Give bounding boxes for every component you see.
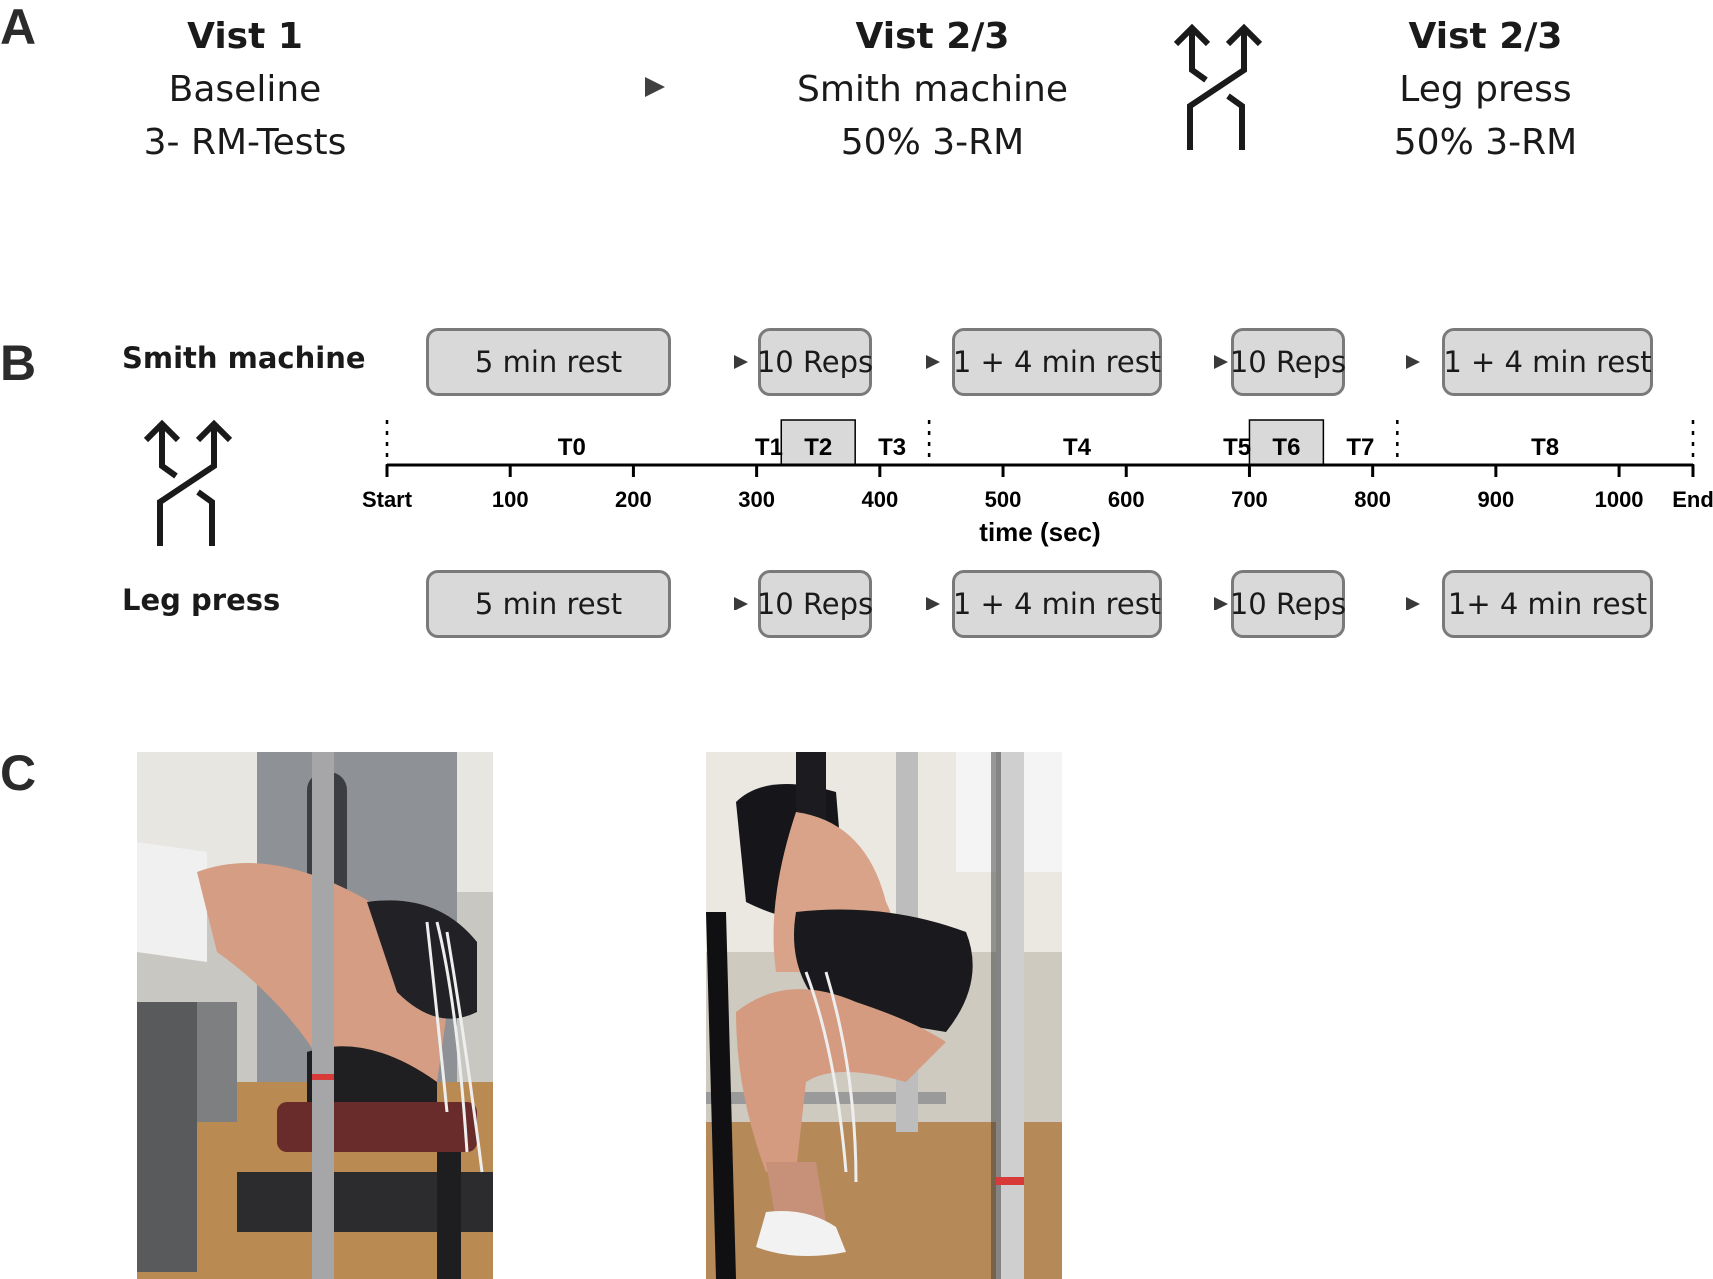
- visit-1-line1: Baseline: [168, 69, 322, 110]
- photo-smith-machine-squat: [706, 752, 1062, 1279]
- visit-2-block: Vist 2/3 Smith machine 50% 3-RM: [775, 10, 1090, 169]
- timeline-tick-label: End: [1672, 487, 1713, 512]
- visit-2-line1: Smith machine: [796, 69, 1068, 110]
- timeline-phase-label-t6: T6: [1272, 434, 1300, 461]
- smith-rest-box-2: 1 + 4 min rest: [952, 328, 1162, 396]
- timeline-tick-label: 700: [1231, 487, 1268, 512]
- visit-3-line1: Leg press: [1399, 69, 1572, 110]
- timeline-tick-label: 100: [492, 487, 529, 512]
- protocol-arrows: [690, 355, 1420, 610]
- visit-2-title: Vist 2/3: [855, 16, 1010, 57]
- leg-reps-box-2: 10 Reps: [1230, 570, 1346, 638]
- panel-label-a: A: [0, 0, 37, 55]
- panel-label-b: B: [0, 335, 37, 391]
- arrow-right-icon: [1365, 355, 1420, 369]
- timeline-tick-label: 300: [738, 487, 775, 512]
- arrow-right-icon: [1365, 597, 1420, 610]
- timeline-tick-label: 800: [1354, 487, 1391, 512]
- visit-2-line2: 50% 3-RM: [840, 122, 1025, 163]
- timeline-tick-label: 500: [985, 487, 1022, 512]
- photo-leg-press-exercise: [137, 752, 493, 1279]
- visit-1-block: Vist 1 Baseline 3- RM-Tests: [115, 10, 375, 169]
- smith-rest-box-3: 1 + 4 min rest: [1442, 328, 1653, 396]
- leg-reps-box-1: 10 Reps: [757, 570, 873, 638]
- timeline-phase-label-t2: T2: [804, 434, 832, 461]
- timeline-tick-label: Start: [362, 487, 413, 512]
- timeline-xlabel: time (sec): [979, 517, 1100, 547]
- timeline-phase-label-t0: T0: [558, 434, 586, 461]
- timeline-phase-label-t5: T5: [1223, 434, 1251, 461]
- leg-rest-box-1: 5 min rest: [426, 570, 671, 638]
- leg-rest-box-3: 1+ 4 min rest: [1442, 570, 1653, 638]
- timeline-phase-label-t1: T1: [755, 434, 783, 461]
- smith-rest-box-1: 5 min rest: [426, 328, 671, 396]
- leg-rest-box-2: 1 + 4 min rest: [952, 570, 1162, 638]
- smith-machine-row-label: Smith machine: [122, 341, 366, 375]
- timeline-tick-label: 600: [1108, 487, 1145, 512]
- arrow-right-icon: [885, 597, 940, 610]
- smith-reps-box-1: 10 Reps: [757, 328, 873, 396]
- timeline-phase-label-t7: T7: [1346, 434, 1374, 461]
- timeline-phase-label-t4: T4: [1063, 434, 1092, 461]
- visit-3-line2: 50% 3-RM: [1393, 122, 1578, 163]
- timeline-tick-label: 900: [1478, 487, 1515, 512]
- arrow-right-icon: [483, 77, 665, 97]
- arrow-right-icon: [690, 597, 748, 610]
- visit-3-title: Vist 2/3: [1408, 16, 1563, 57]
- timeline-phase-label-t3: T3: [878, 434, 906, 461]
- panel-label-c: C: [0, 745, 37, 801]
- visit-1-line2: 3- RM-Tests: [143, 122, 347, 163]
- arrow-right-icon: [1172, 597, 1228, 610]
- timeline-tick-label: 1000: [1595, 487, 1644, 512]
- arrow-right-icon: [1172, 355, 1228, 369]
- arrow-right-icon: [690, 355, 748, 369]
- timeline-tick-label: 200: [615, 487, 652, 512]
- visit-1-title: Vist 1: [187, 16, 303, 57]
- leg-press-row-label: Leg press: [122, 583, 281, 617]
- smith-reps-box-2: 10 Reps: [1230, 328, 1346, 396]
- timeline-phase-shade-t6: [1248, 419, 1325, 466]
- arrow-right-icon: [885, 355, 940, 369]
- visit-3-block: Vist 2/3 Leg press 50% 3-RM: [1348, 10, 1623, 169]
- crossover-arrows-icon: [1173, 23, 1263, 150]
- timeline-tick-label: 400: [861, 487, 898, 512]
- timeline-phase-label-t8: T8: [1531, 434, 1559, 461]
- crossover-arrows-icon: [143, 419, 233, 546]
